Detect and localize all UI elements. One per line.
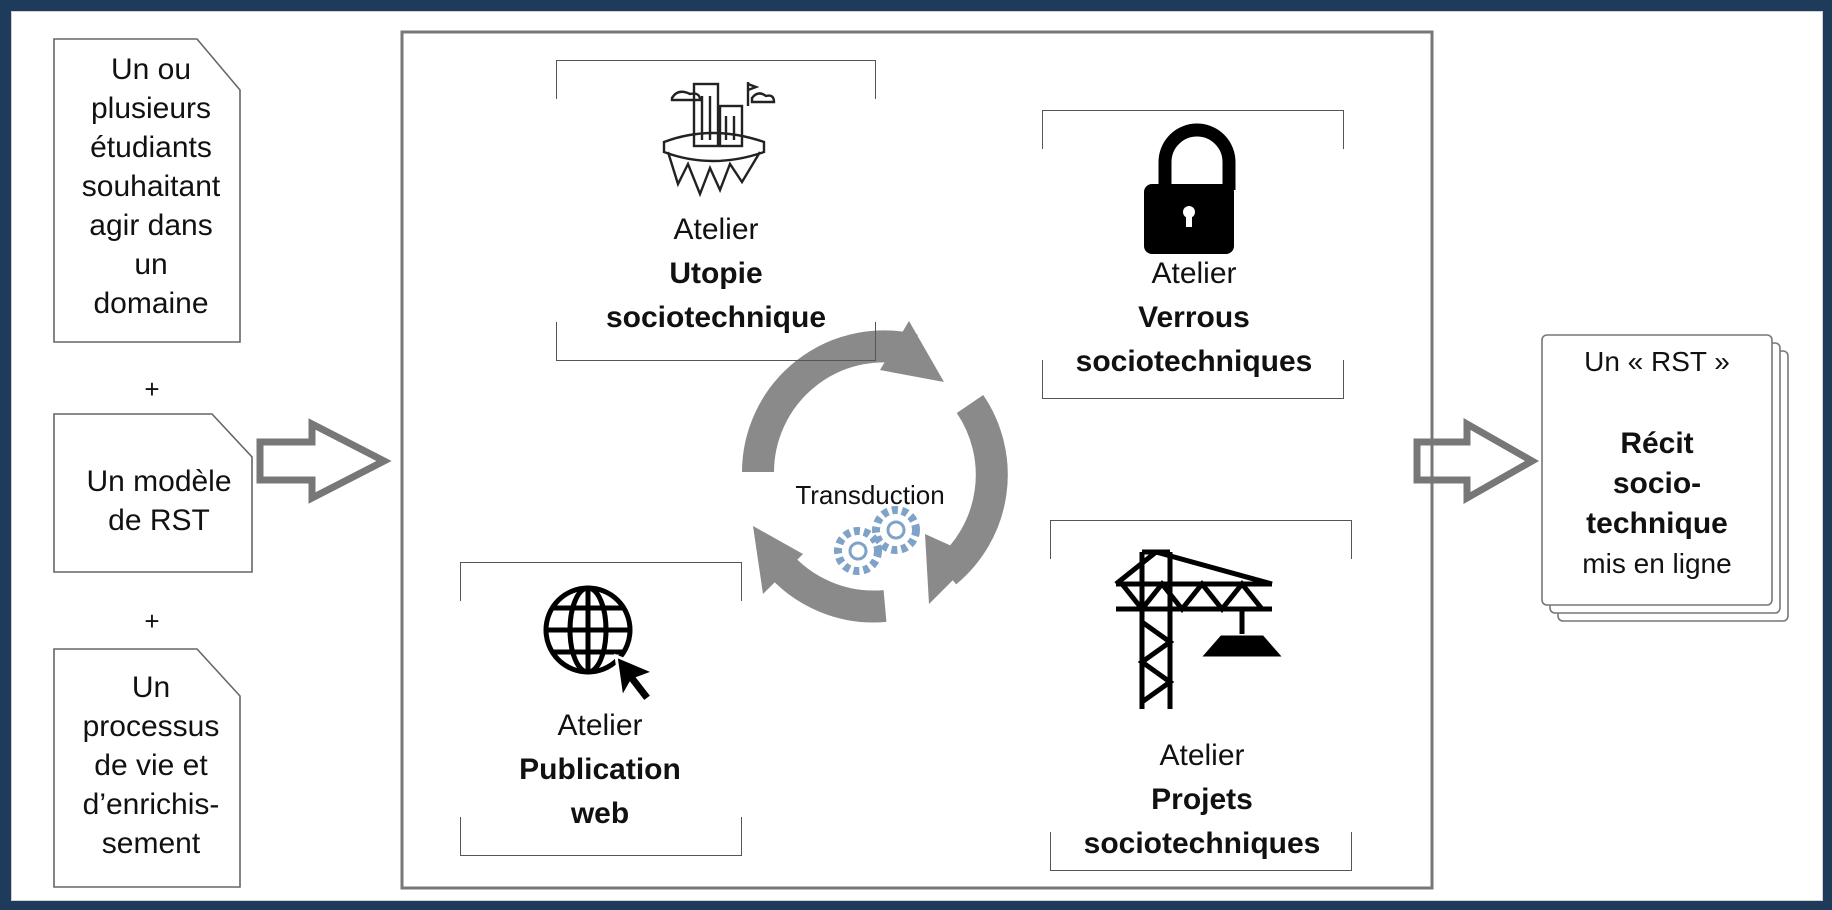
doc3-line: Un (131, 671, 171, 704)
document-1-text: Un ou plusieurs étudiants souhaitant agi… (54, 50, 248, 323)
utopie-title-2: sociotechnique (605, 301, 827, 334)
plus-sign-1: + (144, 374, 160, 404)
output-title-line: socio- (1612, 467, 1702, 500)
doc1-line: domaine (93, 287, 209, 320)
doc1-line: un (134, 248, 168, 281)
projets-bracket-bottom (1050, 832, 1352, 871)
projets-title-2: sociotechniques (1083, 827, 1321, 860)
globe-cursor-icon (543, 585, 633, 675)
doc3-line: processus (82, 710, 220, 743)
gears-icon (834, 506, 920, 575)
projets-prefix: Atelier (1159, 739, 1245, 772)
publication-bracket-bottom (460, 817, 742, 856)
publication-prefix: Atelier (557, 709, 643, 742)
output-title-line: Récit (1620, 427, 1694, 460)
document-2-shape (53, 413, 253, 573)
projets-workshop-label: Atelier Projets sociotechniques (1052, 734, 1352, 866)
publication-title-1: Publication (519, 753, 681, 786)
doc1-line: plusieurs (90, 92, 212, 125)
doc2-line: Un modèle (86, 465, 232, 498)
verrous-bracket-top (1042, 110, 1344, 149)
diagram-graphics (256, 30, 1789, 890)
utopie-workshop-label: Atelier Utopie sociotechnique (556, 208, 876, 340)
verrous-title-2: sociotechniques (1075, 345, 1313, 378)
publication-workshop-label: Atelier Publication web (460, 704, 740, 836)
plus-sign-2: + (144, 606, 160, 636)
crane-icon (1114, 549, 1282, 709)
output-title: Récit socio- technique (1542, 424, 1772, 544)
document-3-text: Un processus de vie et d’enrichis- semen… (54, 668, 248, 863)
verrous-workshop-label: Atelier Verrous sociotechniques (1042, 252, 1346, 384)
utopie-bracket-bottom (556, 322, 876, 361)
document-1-shape (53, 38, 241, 343)
floating-city-icon (662, 82, 776, 198)
doc3-line: d’enrichis- (82, 788, 220, 821)
doc3-line: sement (101, 827, 201, 860)
output-title-line: technique (1586, 507, 1728, 540)
output-heading: Un « RST » (1584, 346, 1730, 377)
publication-title-2: web (570, 797, 630, 830)
transduction-label: Transduction (795, 480, 945, 510)
doc3-line: de vie et (94, 749, 208, 782)
output-document-stack (1541, 334, 1789, 622)
doc1-line: Un ou (110, 53, 192, 86)
doc1-line: souhaitant (81, 170, 221, 203)
projets-title-1: Projets (1151, 783, 1253, 816)
workshops-frame (400, 30, 1434, 890)
output-arrow-icon (1413, 417, 1540, 505)
padlock-icon (1144, 123, 1236, 254)
document-shapes (53, 38, 253, 888)
utopie-title-1: Utopie (669, 257, 763, 290)
doc1-line: agir dans (89, 209, 213, 242)
verrous-title-1: Verrous (1138, 301, 1250, 334)
utopie-bracket-top (556, 60, 876, 99)
document-2-text: Un modèle de RST (54, 462, 264, 540)
doc1-line: étudiants (90, 131, 212, 164)
input-arrow-icon (256, 418, 392, 504)
diagram-canvas: Un ou plusieurs étudiants souhaitant agi… (11, 11, 1823, 901)
verrous-bracket-bottom (1042, 360, 1344, 399)
document-3-shape (53, 648, 241, 888)
doc2-line: de RST (108, 504, 210, 537)
projets-bracket-top (1050, 520, 1352, 559)
output-subtitle: mis en ligne (1582, 548, 1732, 579)
verrous-prefix: Atelier (1151, 257, 1237, 290)
utopie-prefix: Atelier (673, 213, 759, 246)
publication-bracket-top (460, 562, 742, 601)
